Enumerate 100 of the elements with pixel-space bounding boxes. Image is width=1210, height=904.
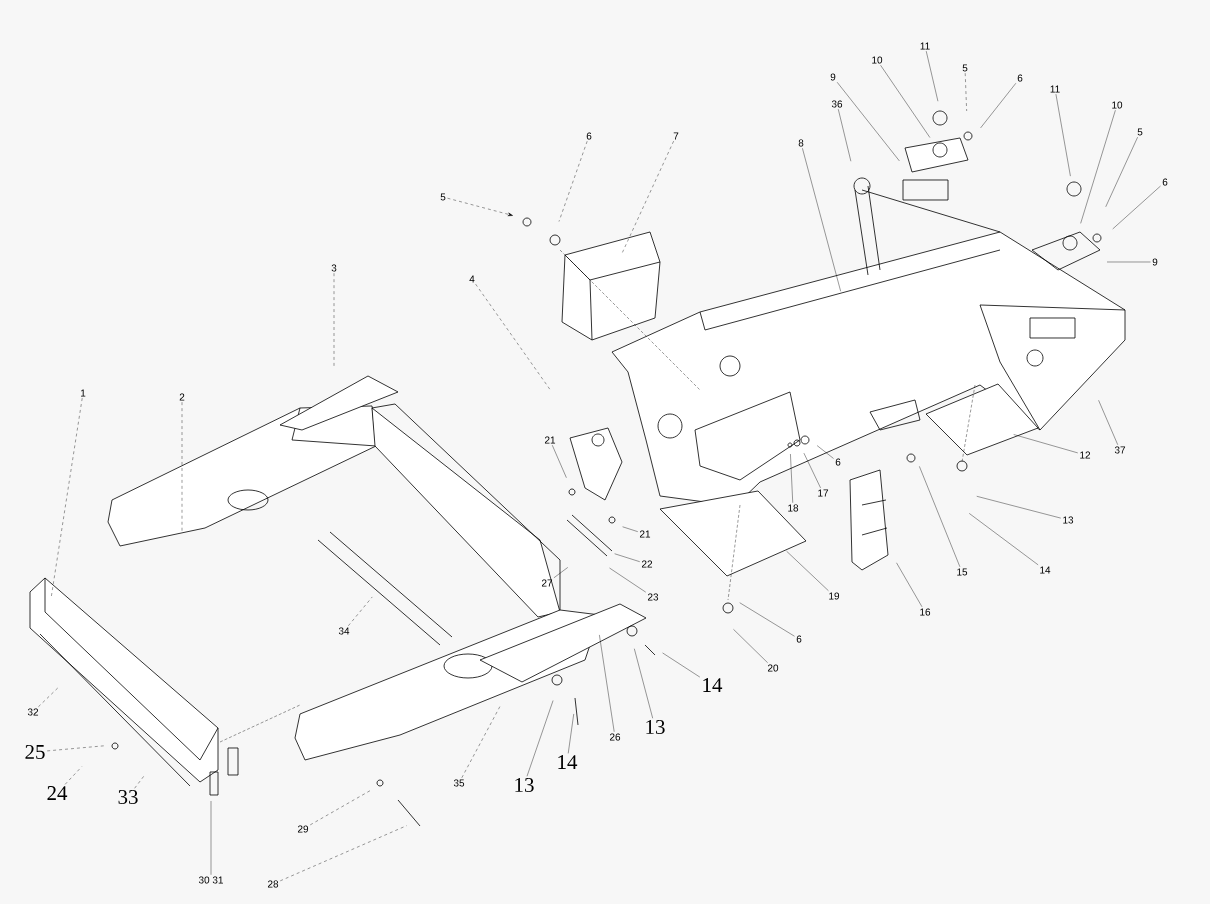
callout-number: 4: [469, 275, 475, 283]
leader-line: [51, 397, 83, 597]
leader-line: [926, 50, 939, 102]
callout-number: 36: [831, 100, 843, 108]
callout-number: 20: [767, 664, 779, 672]
callout-number: 1: [81, 389, 86, 397]
leader-line: [976, 496, 1061, 519]
callout-number: 30 31: [198, 876, 223, 884]
callout-number: 11: [920, 42, 930, 50]
leader-line: [568, 713, 574, 754]
leader-line: [622, 526, 638, 532]
callout-number: 25: [25, 744, 45, 759]
leader-line: [733, 629, 768, 663]
callout-number: 6: [1017, 74, 1023, 82]
leader-line: [614, 553, 640, 562]
callout-number: 29: [297, 825, 309, 833]
callout-number: 28: [267, 880, 279, 888]
leader-line: [333, 273, 335, 367]
leader-line: [803, 452, 821, 489]
leader-line: [880, 65, 931, 138]
callout-number: 7: [673, 132, 679, 140]
leader-line: [816, 445, 834, 459]
callout-number: 6: [1162, 178, 1168, 186]
leader-line: [599, 634, 615, 732]
leader-line: [1112, 185, 1161, 230]
callout-number: 13: [1063, 516, 1074, 524]
leader-line: [310, 789, 373, 826]
callout-number: 3: [331, 264, 337, 272]
callout-number: 12: [1080, 451, 1091, 459]
callout-number: 15: [957, 568, 968, 576]
leader-line: [1080, 110, 1116, 224]
callout-number: 9: [1152, 258, 1158, 266]
leader-line: [280, 825, 407, 882]
leader-line: [210, 800, 212, 875]
leader-line: [896, 562, 923, 607]
leader-line: [969, 513, 1039, 566]
callout-number: 8: [798, 139, 804, 147]
leader-line: [786, 550, 829, 591]
callout-number: 34: [338, 627, 350, 635]
leader-line: [919, 466, 961, 568]
callout-number: 6: [835, 458, 841, 466]
callout-number: 32: [27, 708, 39, 716]
leader-line: [802, 148, 841, 292]
leader-line: [980, 83, 1017, 129]
leader-line: [46, 745, 105, 752]
callout-number: 5: [1137, 128, 1143, 136]
leader-line: [64, 766, 83, 785]
leader-line: [526, 700, 554, 777]
callout-number: 10: [1112, 101, 1123, 109]
callout-number: 22: [641, 560, 653, 568]
callout-number: 13: [515, 777, 534, 792]
callout-number: 13: [646, 719, 665, 734]
callout-number: 24: [47, 786, 68, 800]
leader-line: [134, 774, 145, 789]
leader-line: [348, 596, 373, 626]
leader-line: [553, 567, 568, 579]
leader-line: [1013, 434, 1078, 454]
callout-number: 19: [829, 592, 840, 600]
leader-line: [475, 283, 552, 391]
callout-number: 33: [118, 789, 138, 804]
callout-number: 26: [609, 733, 621, 741]
leader-line: [558, 141, 588, 222]
leader-line: [1055, 93, 1071, 177]
leader-line: [790, 453, 793, 503]
leader-line: [965, 72, 967, 112]
callout-number: 17: [818, 489, 829, 497]
callout-number: 10: [872, 56, 883, 64]
leader-line: [621, 140, 674, 254]
leader-line: [1098, 400, 1118, 445]
callout-number: 21: [639, 530, 651, 538]
callout-number: 27: [541, 579, 553, 587]
leader-line: [1106, 261, 1151, 263]
callout-number: 37: [1114, 446, 1126, 454]
callout-number: 21: [544, 436, 556, 444]
leader-line: [739, 602, 795, 637]
callout-number: 18: [788, 504, 799, 512]
callout-number: 16: [920, 608, 931, 616]
leader-line: [181, 401, 183, 532]
callout-number: 11: [1050, 85, 1060, 93]
leader-line: [634, 648, 653, 719]
callout-number: 23: [647, 593, 659, 601]
callout-number: 14: [558, 755, 578, 769]
callout-number: 5: [962, 64, 968, 72]
callout-number: 14: [703, 678, 723, 692]
callout-number: 5: [440, 193, 446, 201]
leader-line: [38, 686, 60, 707]
leader-line: [662, 652, 701, 678]
leader-line: [836, 82, 900, 162]
callout-number: 14: [1040, 566, 1051, 574]
callout-number: 6: [586, 132, 592, 140]
leader-line: [609, 567, 646, 593]
leader-line: [447, 198, 513, 217]
callout-number: 35: [453, 779, 465, 787]
callout-number: 9: [830, 73, 836, 81]
callout-number: 2: [179, 393, 185, 401]
leader-line: [552, 444, 567, 478]
callout-number: 6: [796, 635, 802, 643]
leader-line: [1105, 136, 1138, 207]
leader-line: [461, 704, 501, 778]
leader-line: [838, 109, 852, 162]
